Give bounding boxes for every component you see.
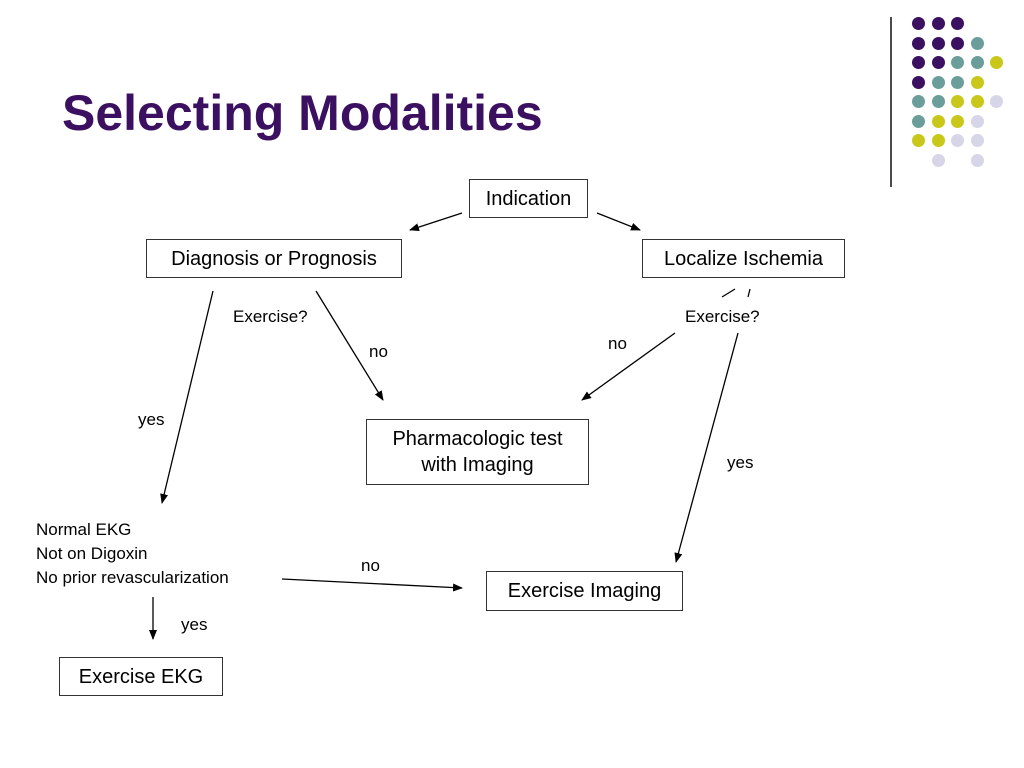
edge-label-yes-right: yes — [727, 453, 754, 472]
decorative-dot — [912, 17, 925, 30]
arrow-indication-to-diagnosis — [409, 212, 463, 232]
node-diagnosis-or-prognosis: Diagnosis or Prognosis — [146, 239, 402, 278]
arrow-conditions-no — [281, 578, 463, 592]
decorative-dot — [970, 134, 984, 147]
decorative-dot — [990, 56, 1003, 69]
decorative-dot — [912, 134, 925, 147]
arrow-localize-no — [581, 332, 676, 401]
node-pharmacologic-line2: with Imaging — [421, 454, 534, 476]
edge-label-exercise-right: Exercise? — [685, 307, 760, 326]
condition-no-prior-revascularization: No prior revascularization — [36, 568, 229, 587]
decorative-dot — [912, 56, 925, 69]
decorative-dot — [970, 153, 984, 167]
node-pharmacologic-test: Pharmacologic test with Imaging — [366, 419, 589, 485]
decorative-dot — [970, 36, 984, 50]
node-pharmacologic-line1: Pharmacologic test — [392, 428, 563, 450]
condition-not-on-digoxin: Not on Digoxin — [36, 544, 148, 563]
arrow-localize-stub-a — [721, 288, 736, 298]
condition-normal-ekg: Normal EKG — [36, 520, 132, 539]
decorative-dot — [970, 75, 984, 89]
arrow-localize-stub-b — [747, 288, 751, 298]
decorative-dot — [951, 36, 964, 50]
node-indication: Indication — [469, 179, 588, 218]
edge-label-no-bottom: no — [361, 556, 380, 575]
decorative-dot — [970, 95, 984, 108]
decorative-dot — [912, 114, 925, 128]
decorative-dot — [931, 36, 945, 50]
arrow-diagnosis-yes — [160, 290, 214, 504]
edge-label-no-right: no — [608, 334, 627, 353]
arrow-indication-to-localize — [596, 212, 641, 231]
decorative-dot — [912, 36, 925, 50]
decorative-dot — [931, 153, 945, 167]
decorative-dot — [951, 75, 964, 89]
decorative-dot — [931, 56, 945, 69]
decorative-dot — [951, 56, 964, 69]
decorative-divider — [890, 17, 892, 187]
edge-label-yes-bottom: yes — [181, 615, 208, 634]
decorative-dot — [970, 114, 984, 128]
condition-list: Normal EKG Not on Digoxin No prior revas… — [36, 518, 229, 590]
decorative-dot — [931, 114, 945, 128]
decorative-dot — [931, 134, 945, 147]
edge-label-exercise-left: Exercise? — [233, 307, 308, 326]
page-title: Selecting Modalities — [62, 85, 543, 141]
decorative-dot — [951, 114, 964, 128]
decorative-dot — [951, 17, 964, 30]
decorative-dot — [990, 95, 1003, 108]
node-exercise-imaging: Exercise Imaging — [486, 571, 683, 611]
node-localize-ischemia: Localize Ischemia — [642, 239, 845, 278]
decorative-dot — [912, 75, 925, 89]
decorative-dot — [951, 134, 964, 147]
arrow-diagnosis-no — [315, 290, 384, 401]
edge-label-no-left: no — [369, 342, 388, 361]
decorative-dot — [951, 95, 964, 108]
decorative-dot — [912, 95, 925, 108]
edge-label-yes-left: yes — [138, 410, 165, 429]
decorative-dot — [970, 56, 984, 69]
arrow-localize-yes — [674, 332, 739, 563]
decorative-dot — [931, 95, 945, 108]
decorative-dot — [931, 17, 945, 30]
node-exercise-ekg: Exercise EKG — [59, 657, 223, 696]
decorative-dot — [931, 75, 945, 89]
